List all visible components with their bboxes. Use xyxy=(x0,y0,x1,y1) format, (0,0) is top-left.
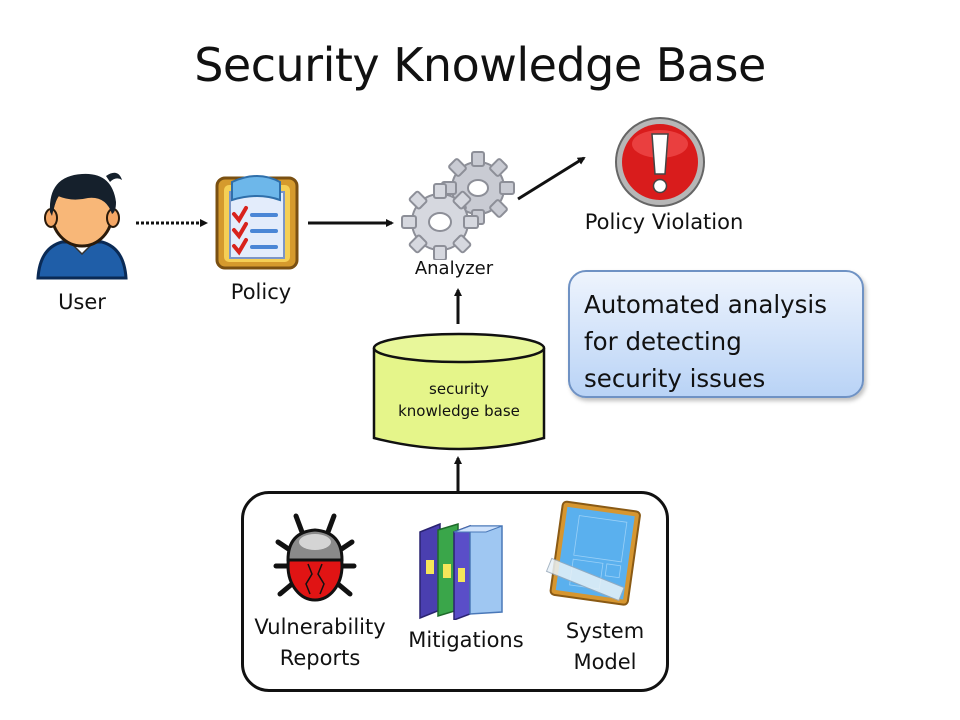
source-line: Reports xyxy=(279,646,361,670)
sources-group xyxy=(241,491,669,692)
source-line: Model xyxy=(573,650,637,674)
note-line: for detecting xyxy=(584,327,742,356)
kb-line: security xyxy=(429,380,489,398)
knowledge-base-label: security knowledge base xyxy=(372,378,546,422)
gears-icon xyxy=(401,151,515,260)
books-icon xyxy=(419,522,503,620)
info-note: Automated analysis for detecting securit… xyxy=(568,270,864,398)
user-label: User xyxy=(58,290,106,314)
clipboard-checklist-icon xyxy=(215,175,299,270)
note-line: security issues xyxy=(584,364,766,393)
policy-label: Policy xyxy=(230,280,292,304)
source-line: Vulnerability xyxy=(254,615,386,639)
violation-label: Policy Violation xyxy=(584,210,744,234)
source-label-vulnerability: Vulnerability Reports xyxy=(246,612,394,674)
page-title: Security Knowledge Base xyxy=(194,38,766,92)
bug-icon xyxy=(273,513,357,602)
note-line: Automated analysis xyxy=(584,290,827,319)
source-line: System xyxy=(565,619,645,643)
blueprint-icon xyxy=(545,500,641,606)
alert-exclamation-icon xyxy=(615,117,705,207)
analyzer-label: Analyzer xyxy=(414,258,494,279)
arrow-analyzer-to-violation xyxy=(517,156,586,201)
database-cylinder-icon xyxy=(372,332,546,451)
user-icon xyxy=(36,172,128,280)
source-label-system-model: System Model xyxy=(560,616,650,678)
kb-line: knowledge base xyxy=(398,402,520,420)
source-label-mitigations: Mitigations xyxy=(408,628,524,652)
